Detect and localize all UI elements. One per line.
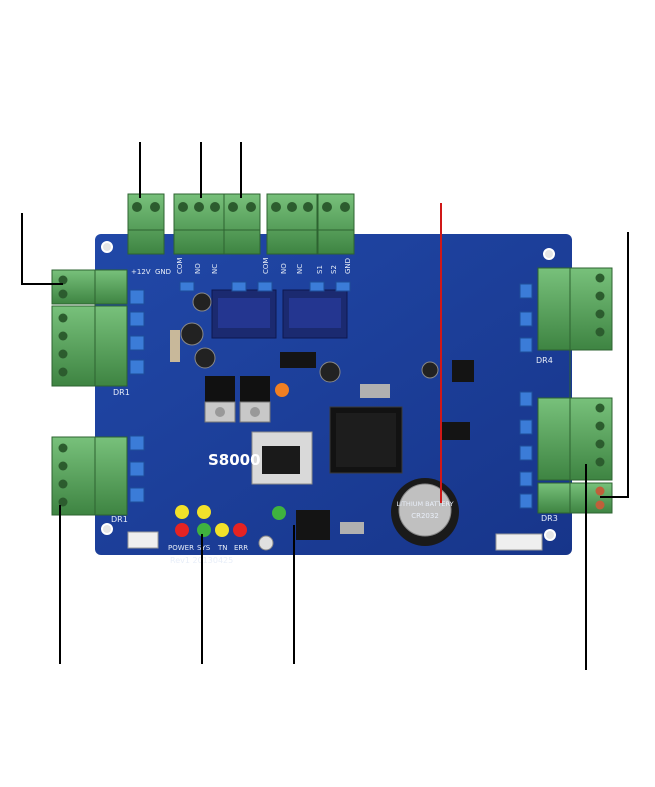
callout-lines xyxy=(21,142,629,670)
blue-components xyxy=(129,281,533,509)
terminal-label: GND xyxy=(155,268,171,276)
led-label: SYS xyxy=(197,544,211,552)
capacitors xyxy=(170,292,439,383)
battery-label: LITHIUM BATTERY xyxy=(396,500,453,508)
terminal-label: NC xyxy=(296,264,304,274)
terminal-label: S1 xyxy=(316,265,324,274)
led-label: POWER xyxy=(168,544,194,552)
right-terminal-blocks xyxy=(537,267,613,514)
board-model: S8000 xyxy=(208,451,261,469)
main-processor-chip xyxy=(329,406,403,474)
top-terminal-blocks xyxy=(127,193,355,255)
led-label: TN xyxy=(217,544,228,552)
terminal-label: NC xyxy=(211,264,219,274)
relays xyxy=(211,289,348,339)
terminal-label: S2 xyxy=(330,265,338,274)
small-chips xyxy=(280,352,474,540)
reader-label: DR1 xyxy=(111,515,128,524)
reader-label: DR4 xyxy=(536,356,553,365)
mount-hole xyxy=(101,523,113,535)
mount-hole xyxy=(101,241,113,253)
battery-model: CR2032 xyxy=(411,512,439,520)
left-terminal-blocks xyxy=(51,269,128,516)
terminal-label: NO xyxy=(280,263,288,274)
led-labels: POWER SYS TN ERR xyxy=(168,544,248,552)
reader-label: DR3 xyxy=(541,514,558,523)
led-label: ERR xyxy=(234,544,248,552)
terminal-label: COM xyxy=(262,258,270,274)
terminal-label: GND xyxy=(344,258,352,274)
pcb-board xyxy=(95,234,572,555)
regulators xyxy=(204,376,271,423)
terminal-label: NO xyxy=(194,263,202,274)
status-leds xyxy=(175,505,286,551)
top-terminal-labels: +12V GND COM NO NC COM NO NC S1 S2 GND xyxy=(131,258,352,276)
reader-label: DR1 xyxy=(113,388,130,397)
mount-hole xyxy=(544,529,556,541)
rj45-network-port xyxy=(251,431,313,485)
orange-led xyxy=(275,383,289,397)
reader-labels: DR1 DR1 DR4 DR3 xyxy=(111,356,558,524)
mount-hole xyxy=(543,248,555,260)
terminal-label: COM xyxy=(176,258,184,274)
white-connectors xyxy=(127,531,543,551)
terminal-label: +12V xyxy=(131,268,151,276)
coin-cell-battery: LITHIUM BATTERY CR2032 xyxy=(391,478,459,546)
